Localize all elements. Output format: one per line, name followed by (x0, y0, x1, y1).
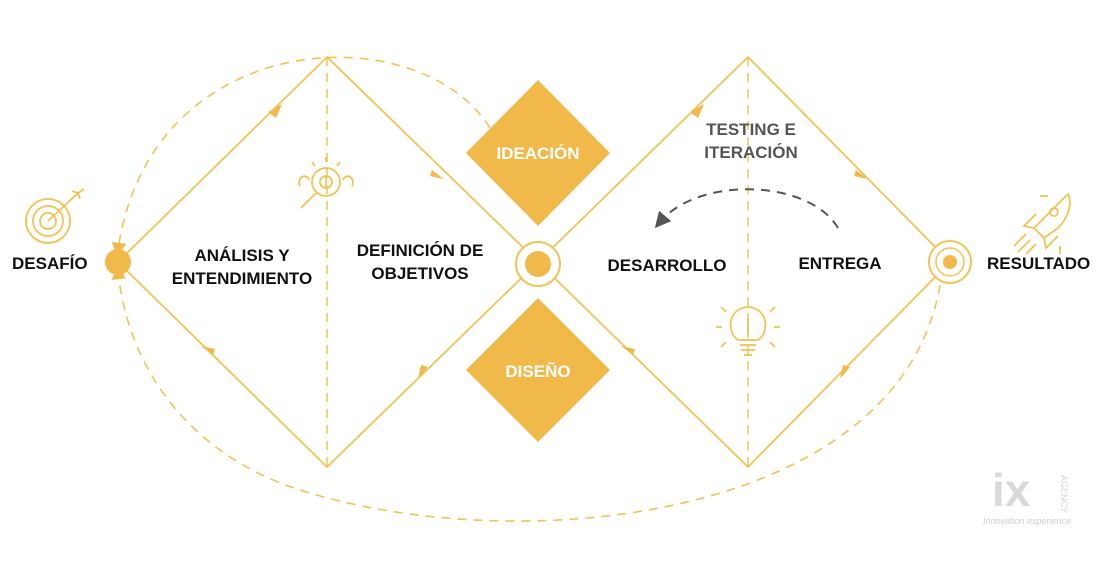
logo-mark: ix (992, 464, 1031, 516)
label-definicion-line1: DEFINICIÓN DE (357, 241, 484, 260)
label-analisis-line1: ANÁLISIS Y (194, 246, 290, 265)
label-definicion-line2: OBJETIVOS (371, 264, 468, 283)
analysis-magnifier-icon (298, 157, 354, 209)
label-testing-line1: TESTING E (706, 120, 796, 139)
logo-side-text: AGENCY (1059, 475, 1069, 513)
target-icon (25, 188, 85, 244)
iteration-arrow (654, 188, 839, 229)
desafio-node (105, 249, 131, 275)
arrow-right-down-left (840, 365, 850, 379)
arrow-left-up-left (201, 346, 215, 355)
label-diseno: DISEÑO (505, 361, 570, 381)
arrow-right-up (690, 104, 704, 118)
agency-logo: ix AGENCY Innovation experience (983, 464, 1071, 526)
rocket-icon (1013, 192, 1071, 255)
outer-dashed-loop-bottom (111, 264, 941, 522)
label-entrega: ENTREGA (798, 254, 881, 273)
label-desafio: DESAFÍO (12, 254, 88, 273)
arrow-left-up (268, 104, 282, 118)
label-ideacion: IDEACIÓN (496, 144, 579, 163)
logo-tagline: Innovation experience (983, 516, 1071, 526)
arrow-left-down-right (430, 170, 444, 179)
right-diamond (537, 55, 952, 469)
outer-dashed-loop-top (111, 56, 491, 258)
resultado-node (928, 240, 972, 284)
ideacion-diamond (466, 80, 610, 226)
label-analisis-line2: ENTENDIMIENTO (172, 269, 312, 288)
left-diamond (117, 55, 540, 469)
label-desarrollo: DESARROLLO (608, 256, 727, 275)
arrow-right-up-left (621, 346, 635, 355)
arrow-left-down-left (418, 365, 428, 379)
arrow-right-down-right (854, 170, 868, 179)
lightbulb-icon (716, 306, 780, 356)
center-node (515, 241, 561, 287)
label-resultado: RESULTADO (987, 254, 1090, 273)
diseno-diamond (466, 298, 610, 442)
label-testing-line2: ITERACIÓN (704, 143, 798, 162)
